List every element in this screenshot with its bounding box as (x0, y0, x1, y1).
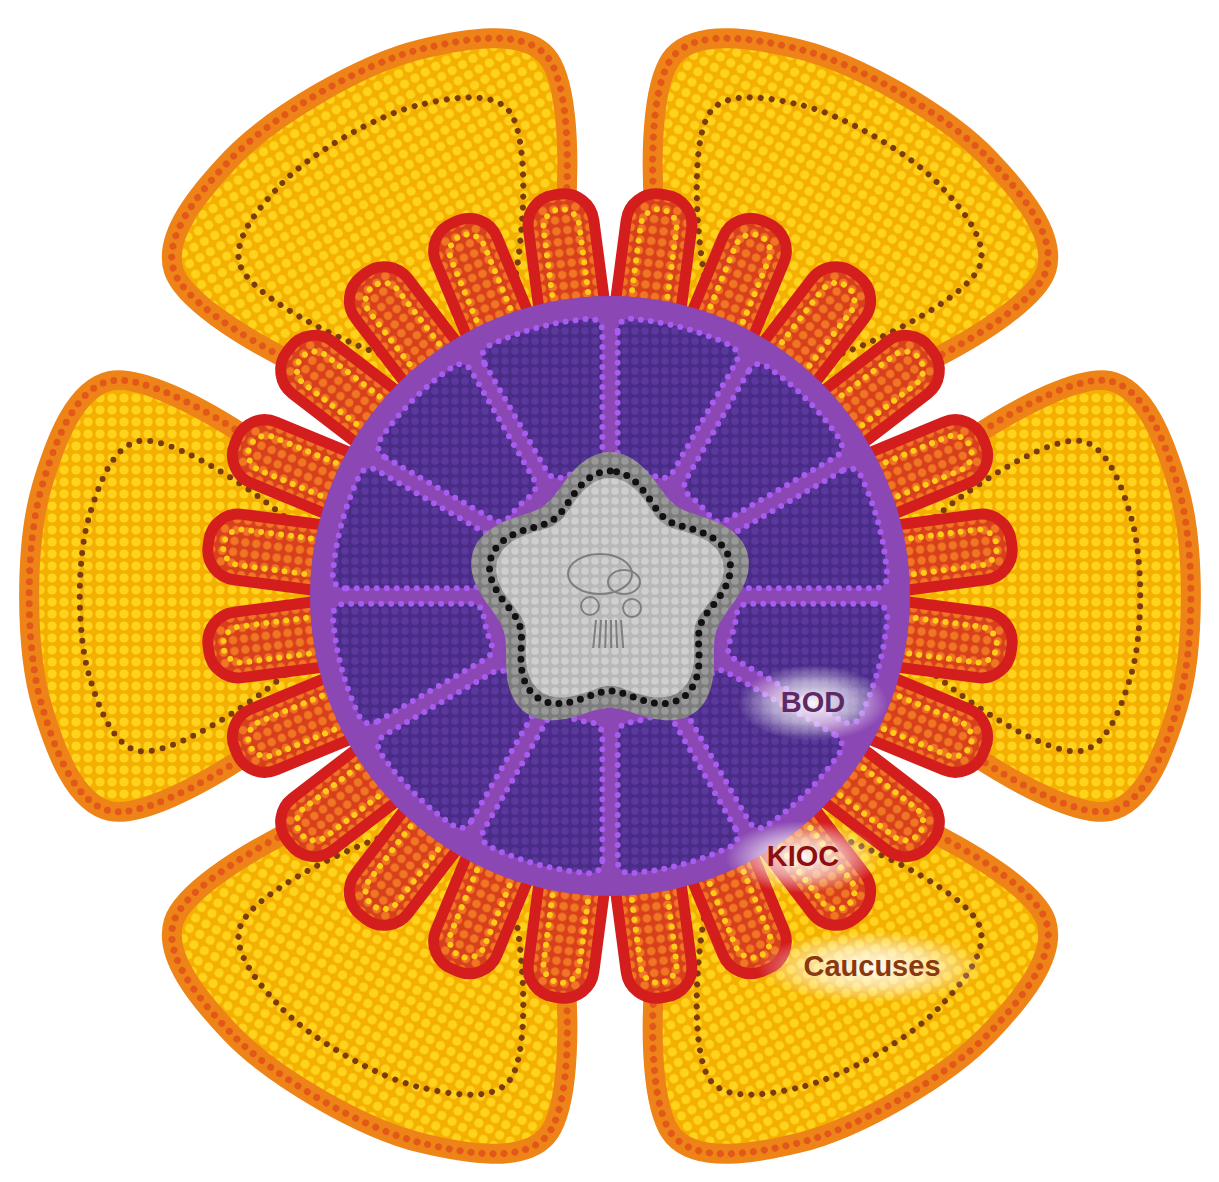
centre-figure (568, 554, 641, 648)
label-glow (757, 931, 987, 1003)
flower (29, 0, 1191, 1182)
centre (496, 478, 723, 698)
label-glow (738, 665, 888, 741)
bod-segment (333, 604, 492, 724)
centre-rim (471, 452, 749, 720)
bod-segment (618, 714, 738, 873)
ring-label: BOD (781, 687, 845, 719)
ring-label: KIOC (767, 841, 840, 873)
centre-dots (490, 471, 731, 704)
ring-label: Caucuses (803, 951, 940, 983)
label-glow (725, 821, 881, 893)
bod-segment (728, 468, 887, 588)
bod-disc (310, 296, 910, 896)
bod-segment (482, 319, 602, 478)
